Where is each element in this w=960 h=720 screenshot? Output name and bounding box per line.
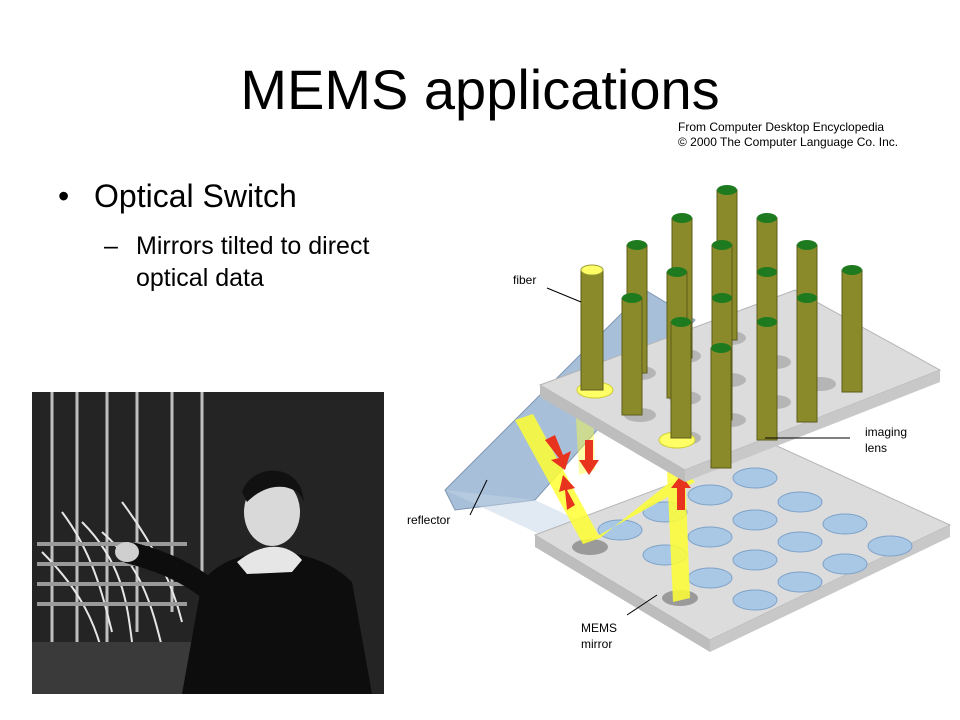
sub-bullet-line-1: Mirrors tilted to direct	[136, 232, 370, 260]
mems-mirror-label-line2: mirror	[581, 637, 612, 651]
operator-figure	[115, 470, 372, 694]
sub-bullet-line-2: optical data	[136, 264, 264, 292]
credit-line-2: © 2000 The Computer Language Co. Inc.	[678, 135, 899, 149]
credit-line-1: From Computer Desktop Encyclopedia	[678, 120, 885, 134]
input-fiber-top	[580, 264, 604, 276]
mems-mirror-label-line1: MEMS	[581, 621, 617, 635]
switchboard-operator-photo	[32, 392, 384, 694]
direction-arrows	[545, 435, 691, 510]
bullet-item: • Optical Switch	[58, 176, 478, 216]
slide-title: MEMS applications	[240, 58, 720, 121]
bullet-list: • Optical Switch – Mirrors tilted to dir…	[58, 176, 478, 294]
sub-bullet-item: – Mirrors tilted to direct optical data	[58, 230, 478, 294]
reflector-label: reflector	[407, 513, 450, 527]
jack-rows	[37, 542, 187, 606]
dash-marker: –	[104, 232, 118, 260]
bullet-text: Optical Switch	[94, 178, 297, 214]
image-credit: From Computer Desktop Encyclopedia © 200…	[678, 120, 898, 150]
imaging-lens-label-line2: lens	[865, 441, 887, 455]
imaging-lens-label-line1: imaging	[865, 425, 907, 439]
bullet-marker: •	[58, 178, 70, 214]
fiber-tops	[622, 185, 862, 353]
optical-switch-diagram: fiber reflector imaging lens MEMS mirror	[407, 185, 952, 652]
fiber-label: fiber	[513, 273, 536, 287]
